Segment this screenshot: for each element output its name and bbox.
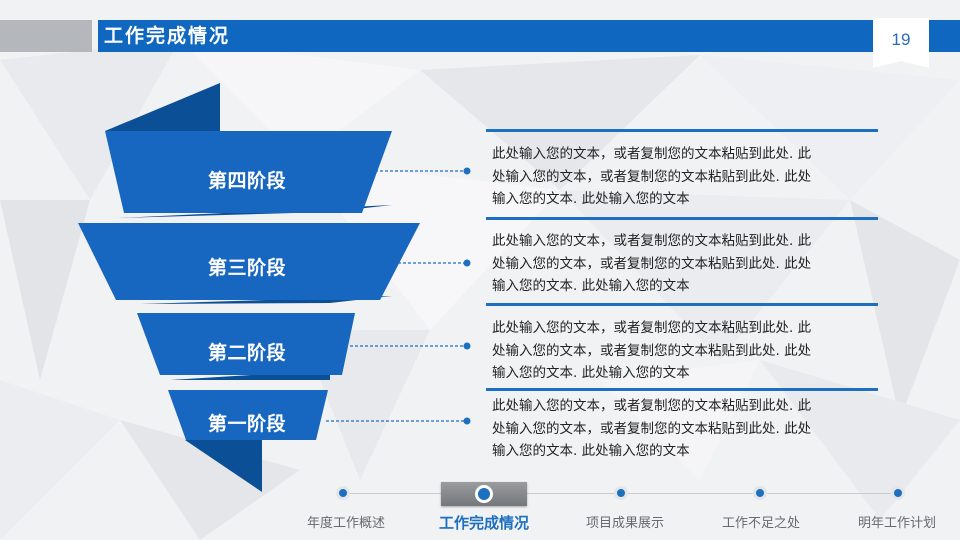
- text-line: 此处输入您的文本，或者复制您的文本粘贴到此处. 此: [492, 398, 812, 414]
- text-line: 处输入您的文本，或者复制您的文本粘贴到此处. 此处: [492, 255, 812, 272]
- text-line: 此处输入您的文本，或者复制您的文本粘贴到此处. 此: [492, 233, 812, 249]
- nav-item-shortcomings[interactable]: 工作不足之处: [721, 516, 800, 531]
- text-line: 处输入您的文本，或者复制您的文本粘贴到此处. 此处: [492, 168, 812, 185]
- text-line: 输入您的文本. 此处输入您的文本: [492, 278, 690, 294]
- text-line: 此处输入您的文本，或者复制您的文本粘贴到此处. 此: [492, 320, 812, 336]
- stage-4-connector-dot: [463, 167, 471, 175]
- stage-2-description: 此处输入您的文本，或者复制您的文本粘贴到此处. 此 处输入您的文本，或者复制您的…: [492, 317, 882, 385]
- stage-4-fold: [105, 83, 220, 131]
- stage-1-text-bar: [486, 388, 878, 391]
- stage-3-description: 此处输入您的文本，或者复制您的文本粘贴到此处. 此 处输入您的文本，或者复制您的…: [492, 230, 882, 298]
- stage-4-shape: [105, 131, 392, 213]
- nav-dot-results[interactable]: [614, 486, 628, 500]
- stage-3-shape: [78, 223, 420, 300]
- page-number-tab: [873, 18, 929, 68]
- nav-dot-plan[interactable]: [891, 486, 905, 500]
- text-line: 此处输入您的文本，或者复制您的文本粘贴到此处. 此: [492, 146, 812, 162]
- stage-1-connector-dot: [463, 417, 471, 425]
- nav-dot-shortcomings[interactable]: [753, 486, 767, 500]
- stage-3-label: 第三阶段: [207, 257, 286, 279]
- nav-item-completion[interactable]: 工作完成情况: [438, 514, 529, 532]
- stage-4-label: 第四阶段: [207, 170, 286, 192]
- text-line: 处输入您的文本，或者复制您的文本粘贴到此处. 此处: [492, 420, 812, 437]
- stage-1-description: 此处输入您的文本，或者复制您的文本粘贴到此处. 此 处输入您的文本，或者复制您的…: [492, 395, 882, 463]
- stage-2-connector-dot: [463, 342, 471, 350]
- header-gray-block: [0, 20, 92, 52]
- text-line: 处输入您的文本，或者复制您的文本粘贴到此处. 此处: [492, 342, 812, 359]
- page-title: 工作完成情况: [104, 25, 231, 47]
- nav-item-results[interactable]: 项目成果展示: [585, 516, 664, 531]
- page-number: 19: [891, 30, 911, 49]
- nav-item-plan[interactable]: 明年工作计划: [857, 516, 936, 531]
- text-line: 输入您的文本. 此处输入您的文本: [492, 191, 690, 207]
- stage-2-label: 第二阶段: [207, 342, 286, 364]
- stage-3-text-bar: [486, 217, 878, 220]
- stage-4-description: 此处输入您的文本，或者复制您的文本粘贴到此处. 此 处输入您的文本，或者复制您的…: [492, 143, 882, 211]
- text-line: 输入您的文本. 此处输入您的文本: [492, 365, 690, 381]
- text-line: 输入您的文本. 此处输入您的文本: [492, 443, 690, 459]
- nav-item-overview[interactable]: 年度工作概述: [306, 516, 385, 531]
- nav-dot-overview[interactable]: [336, 486, 350, 500]
- stage-2-shape: [137, 313, 355, 375]
- stage-1-shape: [168, 390, 328, 440]
- header-bar: [98, 20, 960, 52]
- nav-dot-completion[interactable]: [475, 485, 493, 503]
- stage-1-label: 第一阶段: [207, 413, 286, 435]
- stage-3-connector-dot: [463, 259, 471, 267]
- stage-1-tail: [185, 440, 262, 492]
- stage-4-text-bar: [486, 129, 878, 132]
- stage-2-text-bar: [486, 303, 878, 306]
